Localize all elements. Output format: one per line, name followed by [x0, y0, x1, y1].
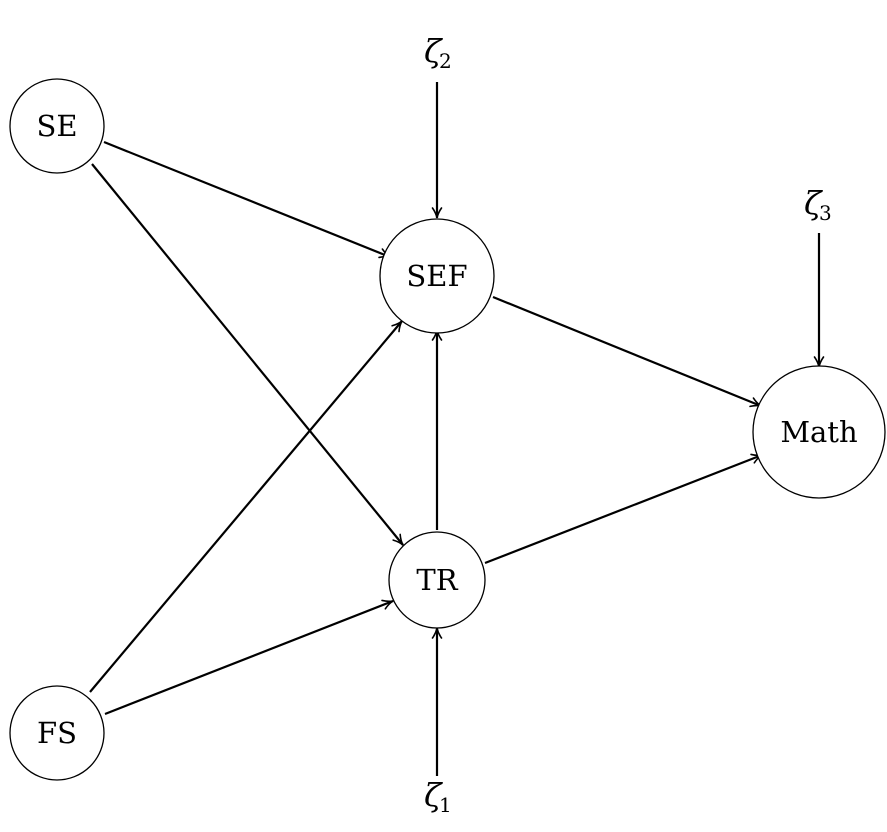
- node-se-label: SE: [36, 109, 77, 143]
- node-se: SE: [9, 78, 105, 174]
- node-math-circle: [752, 365, 886, 499]
- node-sef-circle: [379, 218, 495, 334]
- node-tr-label: TR: [416, 563, 458, 597]
- zeta3-symbol: ζ: [804, 184, 823, 222]
- edge-fs-to-sef: [89, 320, 403, 693]
- edges: [89, 82, 825, 776]
- zeta1-subscript: 1: [439, 793, 452, 817]
- zeta1-label: ζ 1: [424, 776, 452, 817]
- node-tr: TR: [388, 531, 486, 629]
- edge-tr-to-math: [484, 453, 763, 565]
- node-tr-circle: [388, 531, 486, 629]
- zeta3-subscript: 3: [819, 201, 832, 225]
- edge-sef-to-math: [492, 295, 762, 408]
- zeta3-label: ζ 3: [804, 184, 832, 225]
- zeta2-label: ζ 2: [424, 32, 452, 73]
- zeta2-symbol: ζ: [424, 32, 443, 70]
- zeta1-symbol: ζ: [424, 776, 443, 814]
- zeta2-subscript: 2: [439, 49, 452, 73]
- node-math: Math: [752, 365, 886, 499]
- edge-se-to-sef: [103, 140, 391, 259]
- node-se-circle: [9, 78, 105, 174]
- node-fs-circle: [9, 685, 105, 781]
- node-sef: SEF: [379, 218, 495, 334]
- node-sef-label: SEF: [406, 259, 467, 293]
- node-math-label: Math: [780, 415, 857, 449]
- node-fs-label: FS: [37, 716, 77, 750]
- edge-se-to-tr: [91, 163, 404, 546]
- node-fs: FS: [9, 685, 105, 781]
- edge-fs-to-tr: [104, 599, 394, 716]
